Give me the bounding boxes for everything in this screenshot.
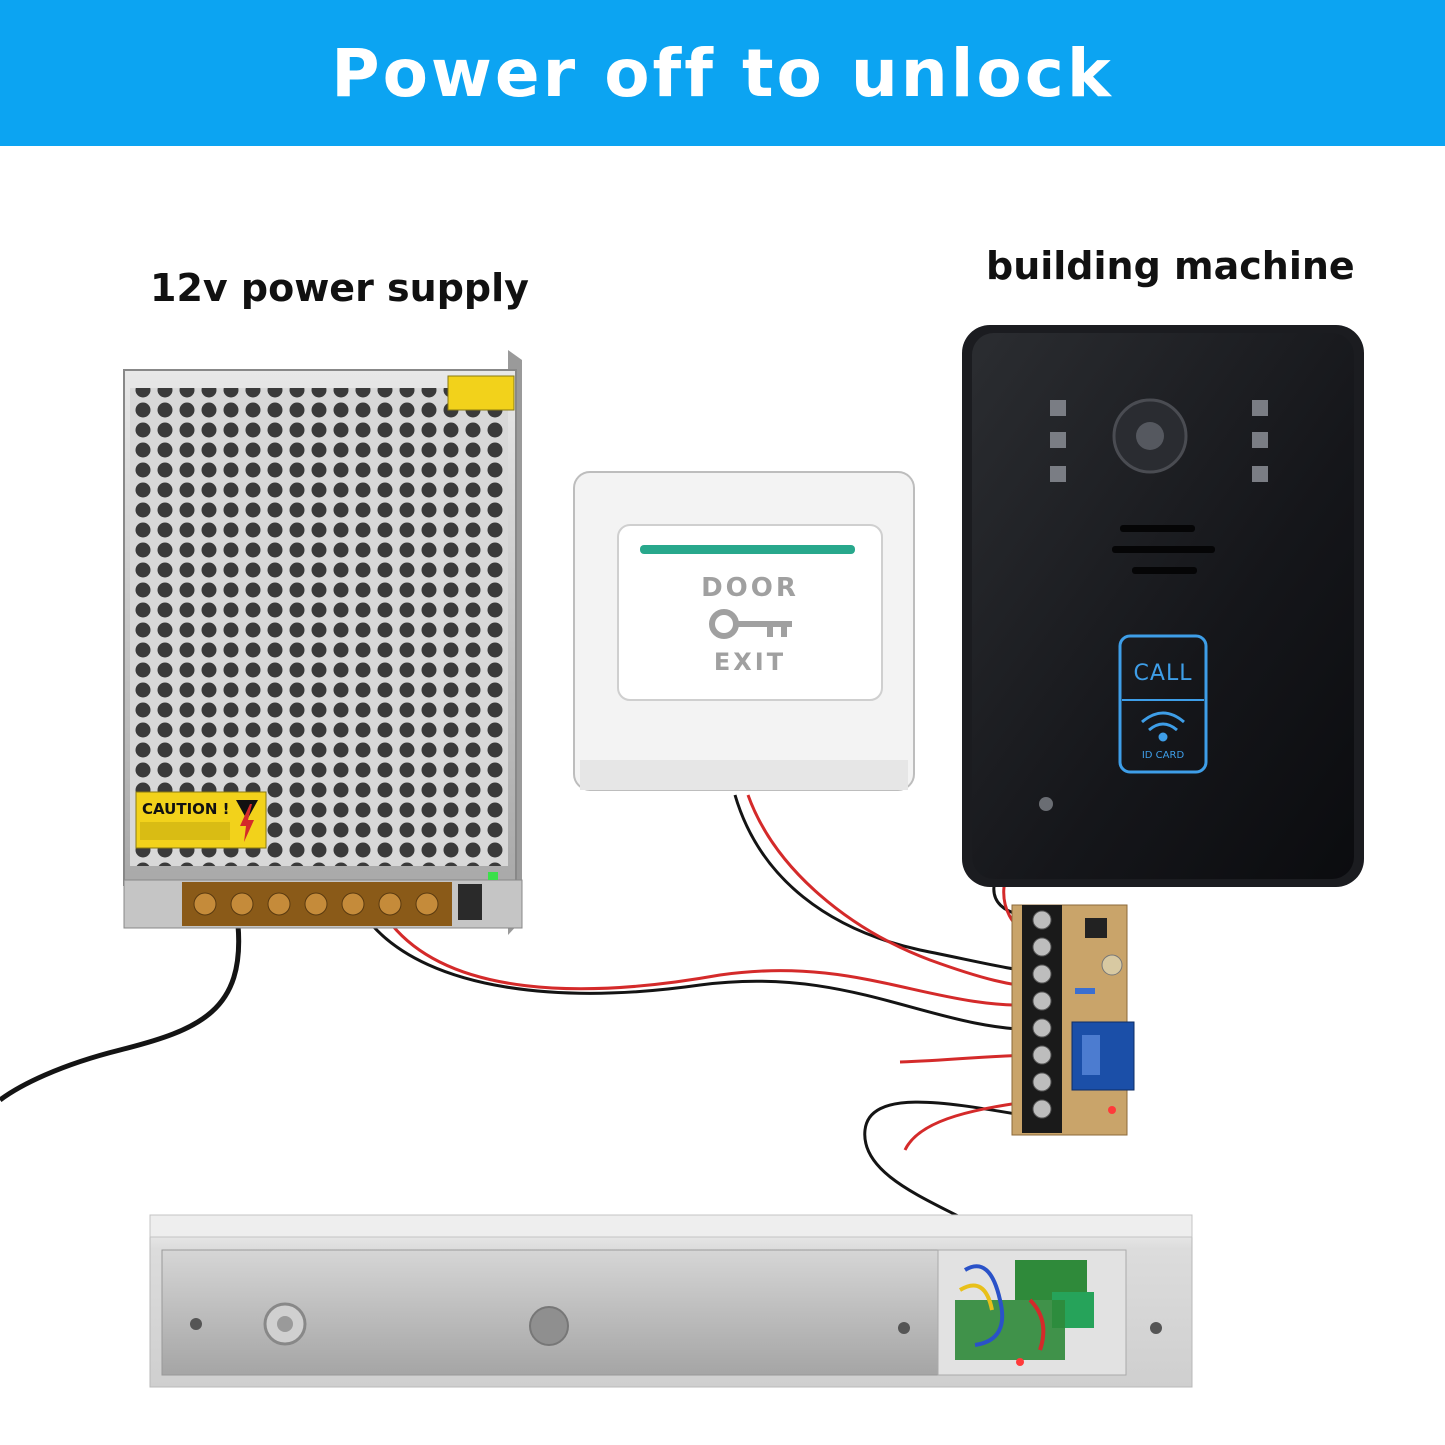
lock-coil-wire-yellow (958, 1283, 994, 1311)
caution-text: CAUTION ! (142, 800, 230, 818)
caution-fine-print (140, 822, 230, 840)
exit-button-face (617, 524, 883, 701)
intercom-device: CALL ID CARD (962, 325, 1364, 887)
mounting-screw-center (277, 1316, 293, 1332)
lock-coil-wire-red (1028, 1298, 1046, 1351)
call-card-panel (1118, 634, 1208, 774)
mount-hole-left (190, 1318, 202, 1330)
relay-label (1082, 1035, 1100, 1075)
exit-button-device: DOOR EXIT (573, 471, 915, 791)
high-voltage-icon (236, 800, 258, 842)
speaker-grille (1112, 525, 1215, 574)
exit-wire-black (733, 794, 1041, 974)
psu-wire-red (390, 924, 1041, 1007)
key-icon (709, 609, 792, 639)
exit-button-exit-text: EXIT (714, 648, 786, 676)
lock-rail-top-lip (149, 1214, 1193, 1238)
banner-title: Power off to unlock (331, 34, 1114, 112)
label-power-supply: 12v power supply (150, 266, 529, 310)
exit-button-indicator-strip (640, 545, 855, 554)
power-indicator-led (488, 872, 498, 880)
title-banner: Power off to unlock (0, 0, 1445, 146)
lock-pcb-lower (955, 1300, 1065, 1360)
camera-lens-inner (1136, 422, 1164, 450)
power-supply-mesh (130, 388, 508, 866)
lock-wire-black (863, 1100, 1041, 1227)
exit-button-door-text: DOOR (701, 573, 799, 603)
controller-board (1011, 904, 1135, 1136)
magnetic-lock (149, 1214, 1193, 1388)
center-hole (529, 1306, 569, 1346)
chip (1085, 918, 1107, 938)
label-building-machine: building machine (986, 244, 1355, 288)
power-supply: CAUTION ! (123, 350, 523, 935)
capacitor (1101, 954, 1123, 976)
lock-status-led (1016, 1358, 1024, 1366)
microphone-hole (1039, 797, 1053, 811)
mount-hole-right (898, 1322, 910, 1334)
voltage-trimmer (458, 884, 482, 920)
power-supply-rating-sticker (447, 375, 515, 411)
resistor (1075, 988, 1095, 994)
exit-wire-red (746, 794, 1041, 990)
terminal-screws (193, 892, 439, 916)
call-button-text: CALL (1134, 661, 1193, 686)
card-reader-text: ID CARD (1142, 750, 1185, 761)
lock-coil-wire-blue (963, 1264, 1005, 1347)
psu-wire-black (370, 924, 1041, 1032)
wireless-card-icon (1141, 711, 1185, 742)
mains-cable (0, 924, 242, 1103)
infrared-leds (1050, 400, 1268, 482)
status-led (1108, 1106, 1116, 1114)
controller-terminal-screws (1032, 910, 1052, 1119)
exit-button-box-bottom (580, 760, 908, 790)
mount-hole-end (1150, 1322, 1162, 1334)
relay (1071, 1021, 1135, 1091)
